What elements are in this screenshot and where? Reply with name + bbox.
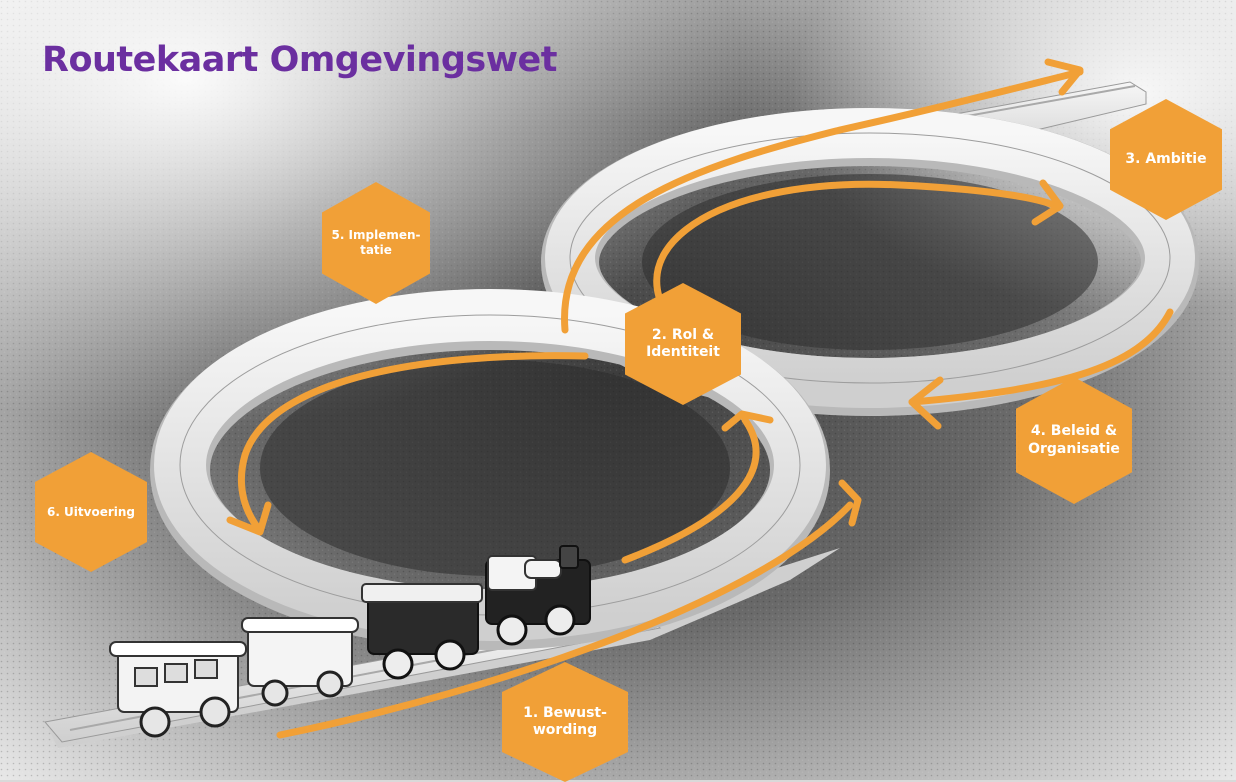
step-hexagon-6: 6. Uitvoering — [35, 452, 147, 572]
arrow-4-head — [908, 376, 944, 430]
step-label: 3. Ambitie — [1125, 150, 1207, 167]
arrow-1 — [276, 501, 854, 739]
arrow-3-head — [1031, 179, 1064, 226]
step-label: 6. Uitvoering — [46, 504, 136, 519]
step-label: 1. Bewust- wording — [523, 704, 607, 739]
arrow-4 — [908, 308, 1174, 406]
step-hexagon-1: 1. Bewust- wording — [502, 662, 628, 782]
arrow-5-head — [1044, 58, 1084, 96]
arrow-2-head — [721, 410, 774, 432]
arrow-1-head — [838, 479, 862, 527]
arrow-6-head — [226, 501, 272, 536]
step-label: 5. Implemen- tatie — [331, 228, 421, 257]
arrow-6 — [237, 352, 589, 532]
step-hexagon-4: 4. Beleid & Organisatie — [1016, 377, 1132, 504]
step-label: 2. Rol & Identiteit — [646, 326, 720, 361]
page-title: Routekaart Omgevingswet — [42, 40, 558, 80]
route-arrows — [226, 58, 1174, 739]
arrow-2 — [621, 416, 760, 564]
arrow-3 — [653, 180, 1062, 344]
toy-train — [109, 545, 591, 738]
step-label: 4. Beleid & Organisatie — [1028, 423, 1120, 457]
arrow-5 — [561, 68, 1084, 334]
